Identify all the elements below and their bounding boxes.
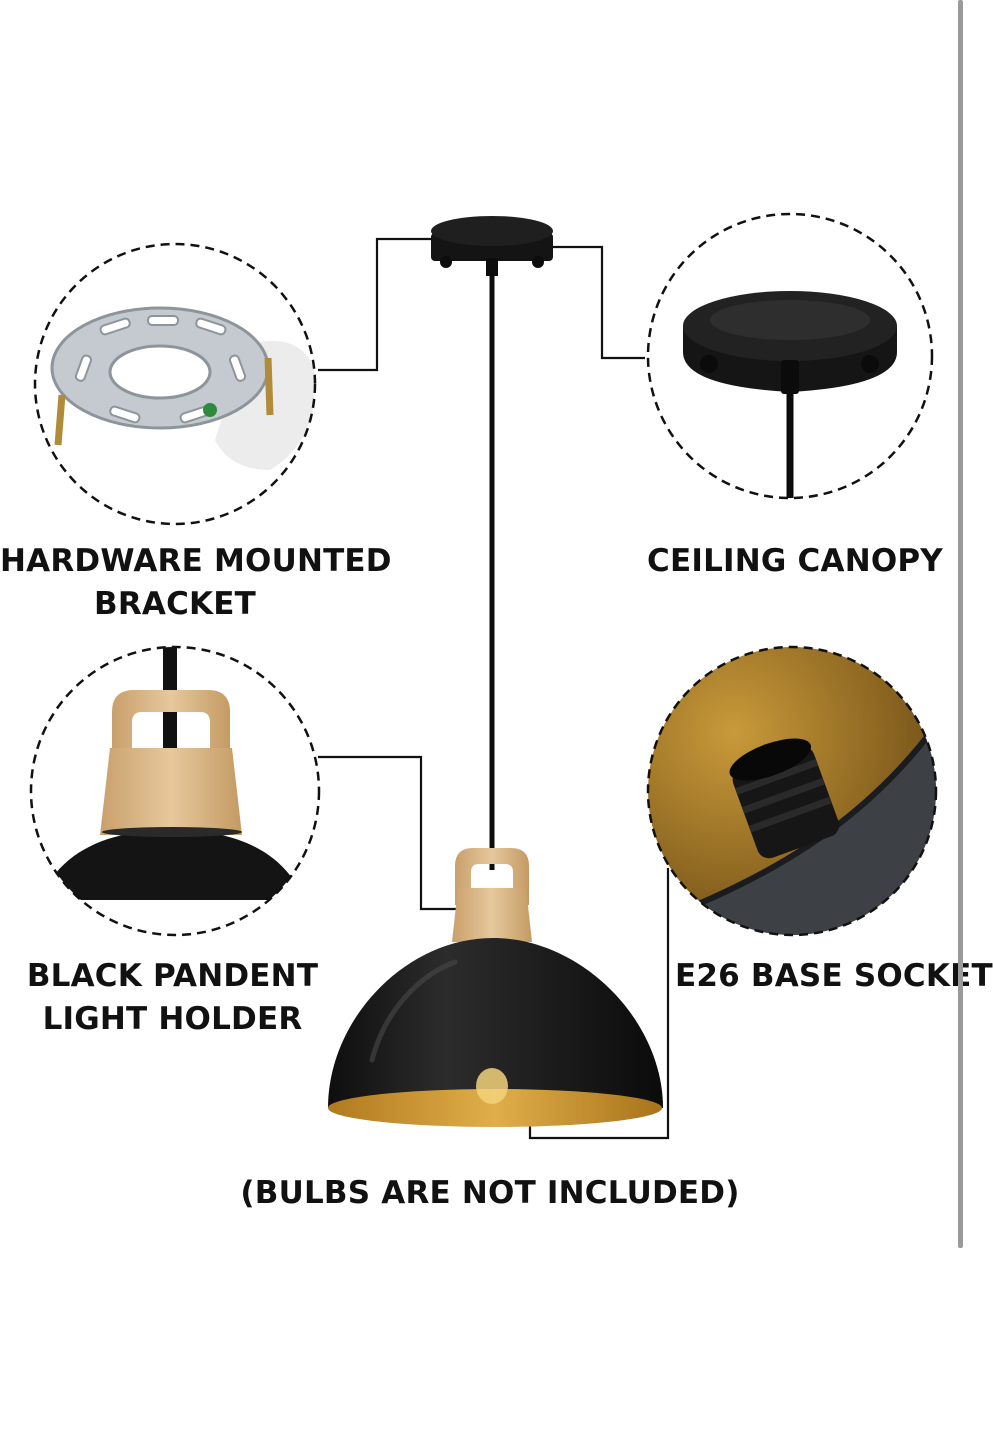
e26-socket-thread [741, 777, 826, 814]
canopy-screw-right [861, 355, 879, 373]
pendant-light-diagram [29, 212, 938, 1140]
plate-slot [99, 317, 131, 336]
plate-slot [228, 354, 247, 382]
main-canopy-screw-right [532, 256, 544, 268]
canopy-top-sheen [710, 300, 870, 340]
bulbs-note: (BULBS ARE NOT INCLUDED) [190, 1172, 790, 1215]
holder-detail-circle [29, 645, 321, 937]
mounting-screw-left [54, 394, 66, 446]
wood-bracket-loop [455, 848, 529, 905]
socket-detail-circle [646, 645, 938, 937]
socket-label: E26 BASE SOCKET [675, 955, 993, 998]
e26-socket-thread [748, 796, 832, 833]
holder-label-line2: LIGHT HOLDER [42, 1001, 303, 1037]
holder-label-line1: BLACK PANDENT [26, 958, 319, 994]
holder-shade-rim [102, 827, 242, 837]
canopy-label-line1: CEILING CANOPY [647, 543, 943, 579]
main-canopy-screw-left [440, 256, 452, 268]
holder-label: BLACK PANDENT LIGHT HOLDER [0, 955, 345, 1041]
scrollbar[interactable] [958, 0, 963, 1248]
pendant-lamp [328, 216, 663, 1127]
plate-slot [195, 317, 227, 336]
bracket-label-line2: BRACKET [94, 586, 256, 622]
lamp-shade [328, 938, 663, 1108]
socket-shade-interior [660, 720, 936, 935]
wood-neck [452, 888, 532, 942]
socket-label-line1: E26 BASE SOCKET [675, 958, 993, 994]
holder-wood-loop [112, 690, 230, 765]
e26-socket-thread [735, 758, 819, 795]
holder-shade [40, 830, 304, 900]
plate-slot [74, 354, 93, 382]
main-canopy-nipple [486, 258, 498, 276]
canopy-circle-border [646, 212, 934, 500]
holder-wood-neck [100, 748, 242, 835]
connector-bracket [318, 237, 432, 372]
bracket-detail-circle [33, 242, 317, 526]
bracket-label: HARDWARE MOUNTED BRACKET [0, 540, 392, 626]
shade-gold-interior [328, 1089, 662, 1127]
canopy-label: CEILING CANOPY [630, 540, 960, 583]
canopy-detail-circle [646, 212, 934, 500]
connector-holder [318, 755, 457, 911]
shade-highlight [369, 959, 458, 1063]
bracket-label-line1: HARDWARE MOUNTED [0, 543, 392, 579]
connector-socket [528, 868, 670, 1140]
bracket-circle-border [33, 242, 317, 526]
plate-slot [147, 315, 179, 326]
connector-lines [318, 237, 670, 1140]
mounting-plate-hole [108, 344, 212, 400]
plate-slot [109, 405, 141, 424]
bulb [476, 1068, 508, 1104]
canopy-nipple [781, 360, 799, 394]
mounting-screw-right [264, 357, 274, 416]
main-canopy-top [431, 216, 553, 246]
connector-canopy [553, 245, 645, 360]
bulbs-note-text: (BULBS ARE NOT INCLUDED) [240, 1175, 740, 1211]
holder-circle-border [29, 645, 321, 937]
socket-circle-border [646, 645, 938, 937]
canopy-screw-left [700, 355, 718, 373]
e26-socket-opening [729, 738, 812, 781]
ground-screw [203, 403, 217, 417]
